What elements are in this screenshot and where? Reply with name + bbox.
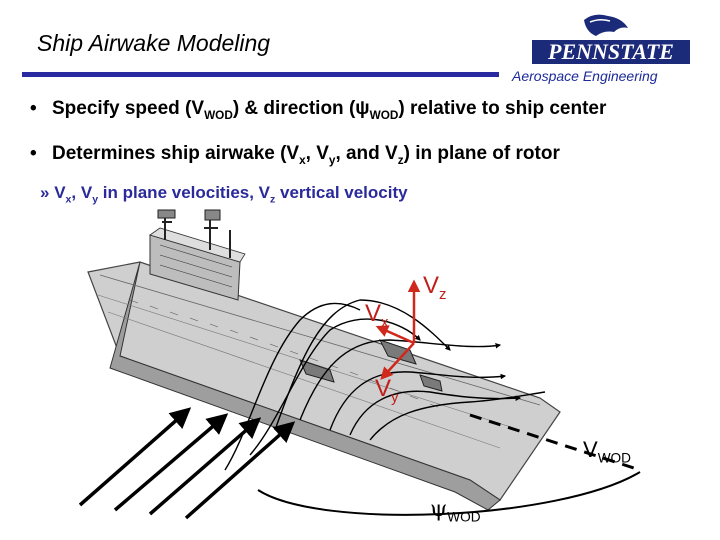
vy-vector xyxy=(380,342,415,380)
vz-label: Vz xyxy=(423,272,447,303)
logo-wordmark: PENNSTATE xyxy=(547,39,674,64)
psi-arc xyxy=(257,471,641,516)
sub-bullet: » Vx, Vy in plane velocities, Vz vertica… xyxy=(40,183,408,206)
pennstate-logo: PENNSTATE xyxy=(532,14,690,64)
vy-label: Vy xyxy=(375,375,399,406)
airwake-diagram xyxy=(78,209,641,520)
title-rule xyxy=(22,72,499,77)
vx-label: Vx xyxy=(365,300,389,331)
wind-arrows xyxy=(78,407,296,520)
ship-illustration xyxy=(87,209,561,511)
bullet-1: •Specify speed (VWOD) & direction (ψWOD)… xyxy=(30,98,607,122)
vwod-label: VWOD xyxy=(583,437,631,466)
department-label: Aerospace Engineering xyxy=(512,68,658,84)
airwake-streamlines xyxy=(224,299,546,471)
wod-dashed-line xyxy=(469,413,641,472)
psi-wod-label: ψWOD xyxy=(430,497,481,525)
page-title: Ship Airwake Modeling xyxy=(37,30,271,56)
vx-vector xyxy=(375,325,415,345)
bullet-2: •Determines ship airwake (Vx, Vy, and Vz… xyxy=(30,143,560,167)
nittany-lion-icon xyxy=(584,14,628,36)
velocity-vectors xyxy=(375,279,421,380)
